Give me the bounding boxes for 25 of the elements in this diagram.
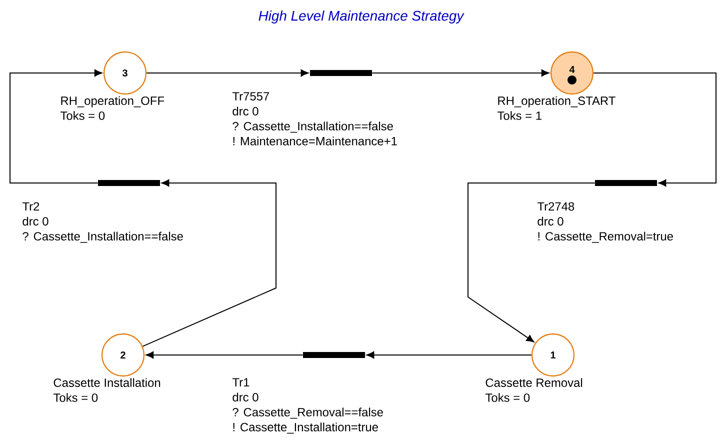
arrow: [146, 69, 309, 77]
node-label: drc 0: [232, 392, 258, 402]
place-label: Cassette Removal Toks = 0: [485, 378, 582, 402]
place-label: RH_operation_OFF Toks = 0: [60, 96, 164, 120]
transition-label: Tr1 drc 0 ? Cassette_Removal==false ! Cassette_Installation=true: [232, 378, 383, 434]
arrow: [146, 351, 304, 359]
place-label: RH_operation_START Toks = 1: [497, 96, 616, 120]
transition-label: Tr7557 drc 0 ? Cassette_Installation==false ! Maintenance=Maintenance+1: [232, 92, 397, 146]
node-label: ! Maintenance=Maintenance+1: [233, 136, 397, 146]
arrow: [593, 72, 716, 187]
title: High Level Maintenance Strategy: [258, 10, 464, 24]
arrow: [372, 69, 550, 77]
node-label: ? Cassette_Removal==false: [232, 408, 383, 419]
transition-label: Tr2748 drc 0 ! Cassette_Removal=true: [537, 202, 673, 243]
node-label: Tr1: [232, 378, 250, 386]
transition-label: Tr2 drc 0 ? Cassette_Installation==false: [22, 202, 183, 243]
arrow: [142, 179, 276, 347]
node-label: ? Cassette_Installation==false: [232, 122, 393, 133]
arrow: [10, 69, 102, 184]
node-label: Tr7557: [232, 92, 270, 101]
place-label: Cassette Installation Toks = 0: [53, 378, 160, 402]
arrow: [468, 182, 596, 342]
node-label: drc 0: [232, 106, 258, 116]
node-label: ! Cassette_Installation=true: [233, 422, 378, 434]
arrow: [366, 351, 532, 359]
